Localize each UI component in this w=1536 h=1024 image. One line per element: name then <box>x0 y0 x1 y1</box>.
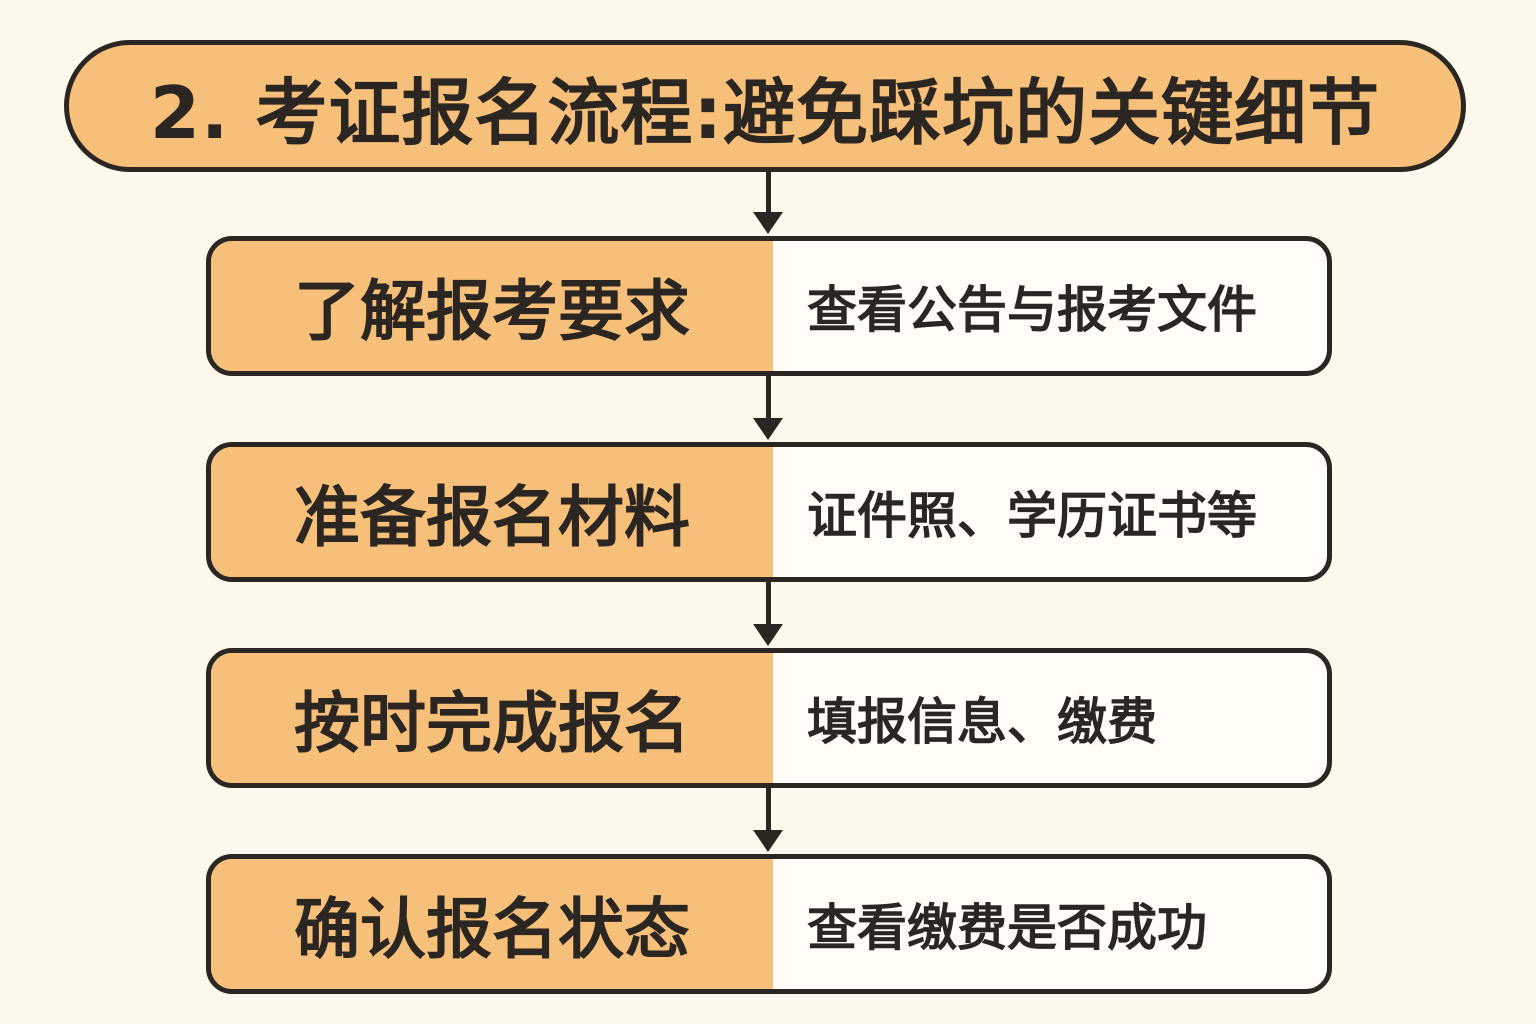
page-title: 2. 考证报名流程:避免踩坑的关键细节 <box>149 70 1381 155</box>
step-description: 填报信息、缴费 <box>807 693 1157 751</box>
step-title: 按时完成报名 <box>294 685 690 762</box>
step-desc-cell: 查看公告与报考文件 <box>773 241 1327 371</box>
flow-step-2: 准备报名材料 证件照、学历证书等 <box>206 442 1332 582</box>
step-title-cell: 准备报名材料 <box>211 447 773 577</box>
title-banner: 2. 考证报名流程:避免踩坑的关键细节 <box>64 40 1466 172</box>
step-description: 证件照、学历证书等 <box>807 487 1257 545</box>
step-desc-cell: 证件照、学历证书等 <box>773 447 1327 577</box>
step-desc-cell: 查看缴费是否成功 <box>773 859 1327 989</box>
step-desc-cell: 填报信息、缴费 <box>773 653 1327 783</box>
step-title-cell: 按时完成报名 <box>211 653 773 783</box>
step-title: 准备报名材料 <box>294 479 690 556</box>
flow-step-3: 按时完成报名 填报信息、缴费 <box>206 648 1332 788</box>
step-title: 确认报名状态 <box>294 891 690 968</box>
step-title-cell: 了解报考要求 <box>211 241 773 371</box>
flow-step-1: 了解报考要求 查看公告与报考文件 <box>206 236 1332 376</box>
step-title: 了解报考要求 <box>294 273 690 350</box>
step-description: 查看缴费是否成功 <box>807 899 1207 957</box>
step-description: 查看公告与报考文件 <box>807 281 1257 339</box>
flow-step-4: 确认报名状态 查看缴费是否成功 <box>206 854 1332 994</box>
step-title-cell: 确认报名状态 <box>211 859 773 989</box>
